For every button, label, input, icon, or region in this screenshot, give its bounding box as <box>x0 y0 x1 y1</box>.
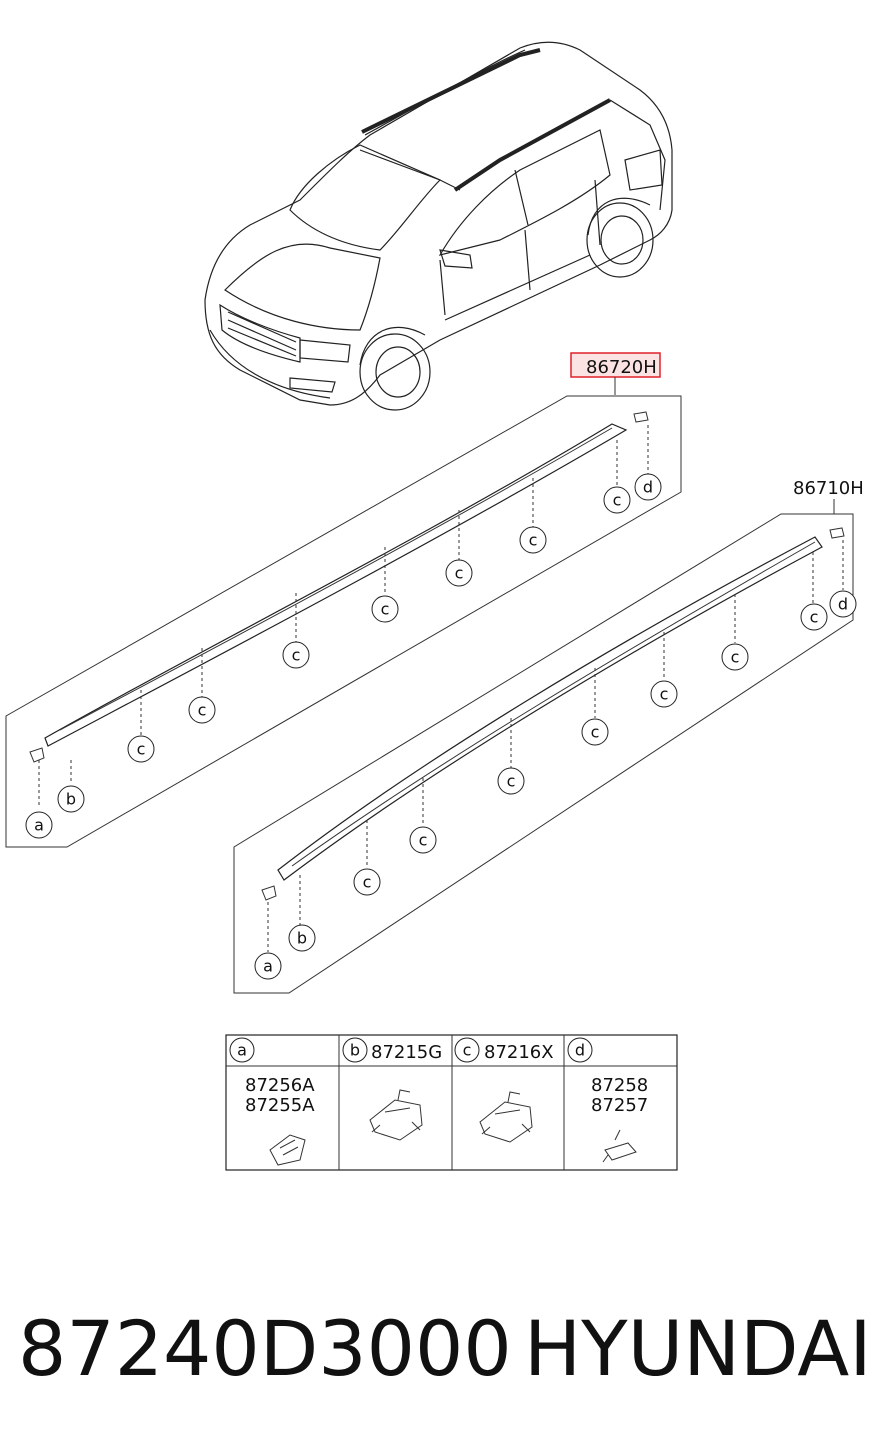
caption-part-number: 87240D3000 <box>18 1304 512 1393</box>
callout-a[interactable] <box>254 952 282 980</box>
clip-b-icon <box>369 1089 423 1141</box>
legend-d-part-2[interactable]: 87257 <box>591 1095 648 1116</box>
clip-d-icon <box>602 1129 637 1163</box>
callout-c-label: c <box>810 608 819 627</box>
callout-c-label: c <box>363 873 372 892</box>
callout-c-label: c <box>613 491 622 510</box>
callout-c-label: c <box>455 564 464 583</box>
callout-b-label: b <box>297 929 307 948</box>
legend-d-letter: d <box>575 1041 585 1060</box>
callout-d-label: d <box>838 595 848 614</box>
legend-c-circle <box>454 1037 480 1063</box>
legend-b-letter: b <box>350 1041 360 1060</box>
callout-c[interactable] <box>371 595 399 623</box>
callout-a-label: a <box>34 816 44 835</box>
vehicle-illustration <box>204 41 673 411</box>
legend-a-letter: a <box>237 1041 247 1060</box>
rear-assembly-group: 86720H <box>5 352 682 848</box>
callout-c[interactable] <box>127 735 155 763</box>
caption-brand: HYUNDAI <box>524 1304 872 1393</box>
callout-a-label: a <box>263 957 273 976</box>
callout-c[interactable] <box>721 643 749 671</box>
parts-diagram: 86720H 86710H <box>5 41 864 1171</box>
callout-c[interactable] <box>409 826 437 854</box>
clip-c-icon <box>479 1091 533 1143</box>
callouts-lower: a b c c c c c c c d <box>254 590 857 980</box>
legend-c-code[interactable]: 87216X <box>484 1042 554 1063</box>
callout-c[interactable] <box>282 641 310 669</box>
callout-c[interactable] <box>188 696 216 724</box>
callout-c[interactable] <box>650 680 678 708</box>
callout-c-label: c <box>660 685 669 704</box>
legend-d-circle <box>567 1037 593 1063</box>
legend-b-circle <box>342 1037 368 1063</box>
part-highlight-box[interactable] <box>570 352 661 378</box>
callout-a[interactable] <box>25 811 53 839</box>
callout-c-label: c <box>198 701 207 720</box>
callout-c[interactable] <box>519 526 547 554</box>
callout-c[interactable] <box>603 486 631 514</box>
caption: 87240D3000 HYUNDAI <box>0 1290 886 1410</box>
callout-b-label: b <box>66 790 76 809</box>
legend-table: a 87256A 87255A b 87215G c 87216X d 8725… <box>225 1034 678 1171</box>
front-assembly-group: 86710H <box>233 478 864 994</box>
callout-c-label: c <box>507 772 516 791</box>
callout-c-label: c <box>591 723 600 742</box>
legend-a-part-1[interactable]: 87256A <box>245 1075 315 1096</box>
callout-b[interactable] <box>288 924 316 952</box>
callout-d-label: d <box>643 478 653 497</box>
callouts-upper: a b c c c c c c c d <box>25 473 662 839</box>
legend-a-part-2[interactable]: 87255A <box>245 1095 315 1116</box>
callout-d[interactable] <box>634 473 662 501</box>
clip-a-icon <box>269 1134 306 1166</box>
callout-c-label: c <box>381 600 390 619</box>
part-label-86720H[interactable]: 86720H <box>586 357 657 378</box>
callout-c-label: c <box>137 740 146 759</box>
callout-c[interactable] <box>445 559 473 587</box>
callout-c-label: c <box>529 531 538 550</box>
legend-b-code[interactable]: 87215G <box>371 1042 442 1063</box>
callout-c[interactable] <box>581 718 609 746</box>
part-label-86710H[interactable]: 86710H <box>793 478 864 499</box>
callout-c-label: c <box>419 831 428 850</box>
callout-c-label: c <box>292 646 301 665</box>
legend-a-circle <box>229 1037 255 1063</box>
legend-d-part-1[interactable]: 87258 <box>591 1075 648 1096</box>
callout-c-label: c <box>731 648 740 667</box>
callout-c[interactable] <box>800 603 828 631</box>
callout-d[interactable] <box>829 590 857 618</box>
legend-c-letter: c <box>463 1041 472 1060</box>
callout-b[interactable] <box>57 785 85 813</box>
callout-c[interactable] <box>497 767 525 795</box>
callout-c[interactable] <box>353 868 381 896</box>
